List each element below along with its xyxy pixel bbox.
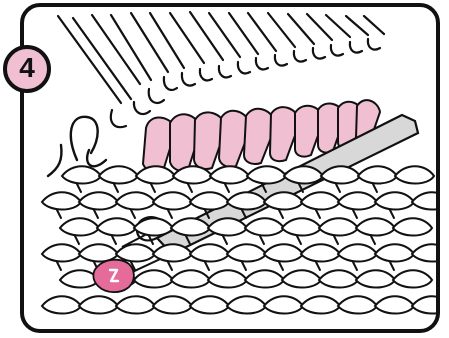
knitted-fabric (42, 166, 449, 313)
step-number-badge: 4 (3, 45, 51, 93)
step-number: 4 (19, 54, 35, 82)
stitch-marker-icon (93, 260, 134, 292)
